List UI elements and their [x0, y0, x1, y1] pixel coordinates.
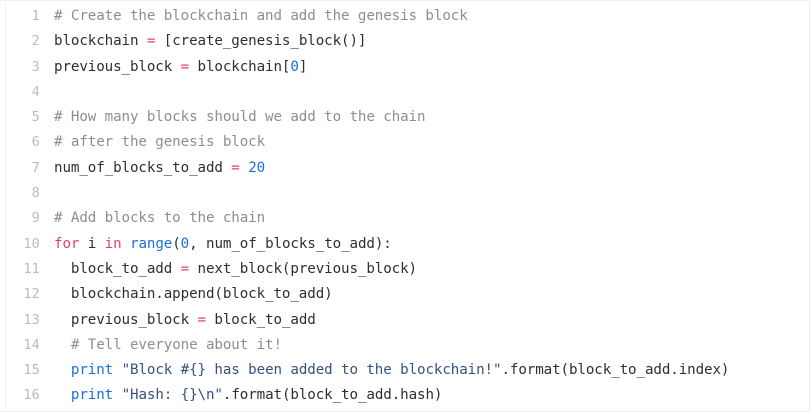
token-plain: num_of_blocks_to_add [54, 159, 232, 176]
code-line[interactable]: 6 # after the genesis block [0, 130, 809, 155]
code-line[interactable]: 10 for i in range(0, num_of_blocks_to_add… [0, 232, 809, 257]
token-number: 0 [290, 58, 299, 75]
line-number: 1 [31, 8, 40, 24]
token-number: 0 [180, 235, 190, 252]
token-plain: block_to_add [54, 260, 181, 277]
token-plain: .format(block_to_add.index) [501, 362, 730, 379]
token-plain: [create_genesis_block()] [155, 33, 367, 50]
line-number: 14 [23, 336, 40, 353]
line-content[interactable]: block_to_add = next_block(previous_block… [54, 257, 809, 282]
token-comment: # Add blocks to the chain [54, 210, 266, 227]
token-builtin: range [130, 235, 173, 252]
line-number: 15 [23, 362, 40, 379]
token-plain [54, 337, 71, 353]
code-line[interactable]: 12 blockchain.append(block_to_add) [0, 282, 809, 307]
line-content[interactable]: # after the genesis block [54, 130, 809, 155]
line-content[interactable]: num_of_blocks_to_add = 20 [54, 156, 809, 181]
token-number: 20 [248, 159, 266, 176]
line-content[interactable]: previous_block = block_to_add [54, 308, 809, 333]
code-line[interactable]: 1 # Create the blockchain and add the gen… [0, 4, 809, 29]
token-builtin: print [70, 387, 114, 404]
line-number: 3 [31, 58, 40, 75]
token-plain: ( [172, 235, 181, 252]
token-keyword: in [104, 235, 122, 252]
line-number: 6 [31, 134, 40, 151]
token-plain: ] [298, 58, 308, 75]
line-number: 8 [31, 185, 40, 202]
token-comment: # How many blocks should we add to the c… [54, 109, 426, 126]
code-line[interactable]: 8 [0, 181, 809, 206]
code-line-list: 1 # Create the blockchain and add the gen… [0, 4, 809, 411]
line-content[interactable]: # Add blocks to the chain [54, 206, 809, 231]
line-number: 7 [31, 159, 40, 176]
token-comment: # after the genesis block [54, 134, 266, 151]
token-keyword: for [54, 235, 80, 252]
code-line[interactable]: 4 [0, 80, 809, 105]
token-plain: blockchain.append(block_to_add) [54, 286, 333, 303]
line-content[interactable]: # Tell everyone about it! [54, 333, 809, 358]
token-operator: = [231, 159, 240, 176]
token-plain [54, 387, 71, 403]
code-line[interactable]: 11 block_to_add = next_block(previous_bl… [0, 257, 809, 282]
line-number: 9 [31, 210, 40, 227]
token-plain [113, 362, 121, 378]
token-operator: = [180, 58, 190, 75]
token-plain: blockchain [54, 33, 147, 50]
line-number: 4 [31, 83, 40, 100]
line-content[interactable]: print "Hash: {}\n".format(block_to_add.h… [54, 383, 809, 408]
token-plain: .format(block_to_add.hash) [222, 387, 443, 404]
code-line[interactable]: 2 blockchain = [create_genesis_block()] [0, 29, 809, 54]
token-builtin: print [70, 362, 114, 379]
line-content[interactable]: blockchain = [create_genesis_block()] [54, 29, 809, 54]
token-operator: = [180, 260, 190, 277]
line-content[interactable]: blockchain.append(block_to_add) [54, 282, 809, 307]
line-number: 2 [31, 33, 40, 50]
token-plain: , num_of_blocks_to_add): [189, 235, 392, 252]
code-line[interactable]: 5 # How many blocks should we add to the … [0, 105, 809, 130]
code-line[interactable]: 16 print "Hash: {}\n".format(block_to_ad… [0, 383, 809, 408]
token-plain [54, 362, 71, 378]
token-operator: = [146, 33, 156, 50]
token-string: "Hash: {}\n" [121, 387, 223, 404]
line-number: 16 [23, 387, 40, 404]
code-line[interactable]: 13 previous_block = block_to_add [0, 308, 809, 333]
line-number: 11 [23, 260, 40, 277]
line-content[interactable]: # Create the blockchain and add the gene… [54, 4, 809, 29]
token-comment: # Create the blockchain and add the gene… [54, 8, 468, 24]
token-plain: next_block(previous_block) [189, 260, 418, 277]
line-number: 12 [23, 286, 40, 303]
token-operator: = [197, 311, 207, 328]
token-comment: # Tell everyone about it! [70, 336, 282, 353]
token-plain: i [79, 235, 105, 252]
token-plain: blockchain[ [189, 58, 291, 75]
gutter-divider [5, 4, 6, 407]
line-content[interactable]: previous_block = blockchain[0] [54, 55, 809, 80]
code-line[interactable]: 9 # Add blocks to the chain [0, 206, 809, 231]
line-content[interactable] [54, 181, 809, 206]
token-plain [122, 236, 130, 252]
code-line[interactable]: 15 print "Block #{} has been added to th… [0, 358, 809, 383]
line-number: 13 [23, 311, 40, 328]
line-content[interactable] [54, 80, 809, 105]
line-content[interactable]: for i in range(0, num_of_blocks_to_add): [54, 232, 809, 257]
token-plain: block_to_add [205, 311, 316, 328]
line-number: 10 [23, 235, 40, 252]
token-plain [113, 387, 121, 403]
code-line[interactable]: 3 previous_block = blockchain[0] [0, 55, 809, 80]
line-content[interactable]: # How many blocks should we add to the c… [54, 105, 809, 130]
line-content[interactable]: print "Block #{} has been added to the b… [54, 358, 809, 383]
token-plain [240, 160, 248, 176]
line-number: 5 [31, 109, 40, 126]
code-line[interactable]: 7 num_of_blocks_to_add = 20 [0, 156, 809, 181]
token-string: "Block #{} has been added to the blockch… [121, 362, 502, 379]
code-line[interactable]: 14 # Tell everyone about it! [0, 333, 809, 358]
token-plain: previous_block [54, 311, 198, 328]
token-plain: previous_block [54, 58, 181, 75]
